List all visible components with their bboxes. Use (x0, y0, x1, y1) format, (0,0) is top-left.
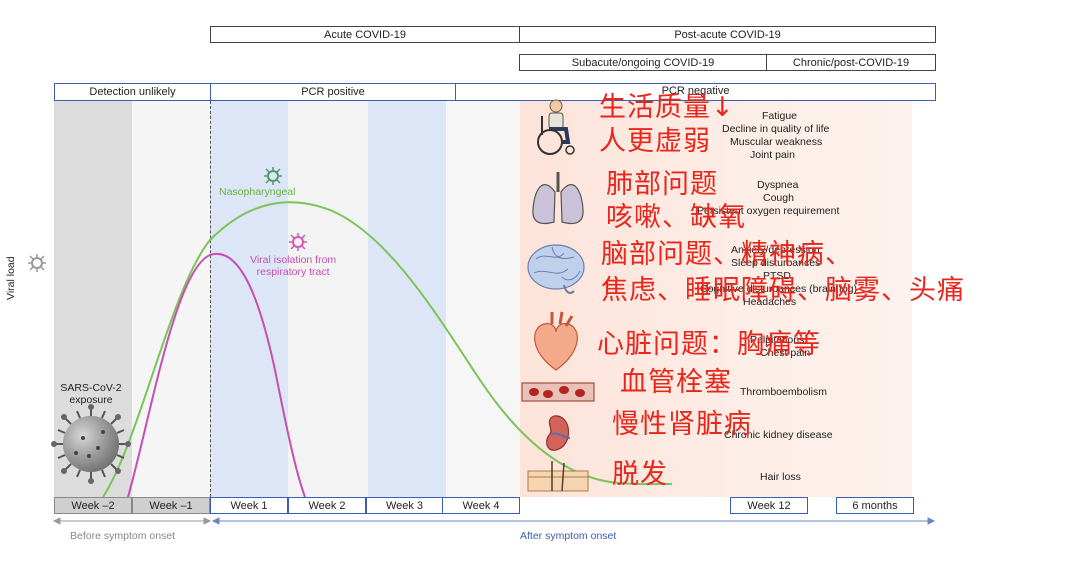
symptom-anxiety: Anxiety/depression (731, 244, 820, 256)
annotation-brain: 脑部问题、精神病、 (601, 239, 853, 270)
symptom-headaches: Headaches (743, 296, 797, 308)
symptom-hair: Hair loss (760, 471, 801, 483)
annotation-weakness: 人更虚弱 (599, 126, 711, 157)
week-minus-1: Week –1 (132, 497, 210, 514)
symptom-cough: Cough (763, 192, 794, 204)
viral-isolation-curve (127, 252, 306, 498)
six-months: 6 months (836, 497, 914, 514)
bg-week-4 (446, 101, 520, 497)
symptom-dyspnea: Dyspnea (757, 179, 799, 191)
before-onset-label: Before symptom onset (70, 530, 176, 542)
symptom-fatigue: Fatigue (762, 110, 798, 122)
annotation-hair-loss: 脱发 (612, 459, 668, 490)
symptom-palpitations: Palpitations (750, 334, 805, 346)
viral-isolation-label: Viral isolation from respiratory tract (250, 254, 337, 278)
kidney-icon (546, 415, 571, 451)
blood-vessel-icon (521, 382, 595, 402)
symptom-chest: Chest pain (760, 347, 811, 359)
symptom-cognitive: Cognitive disturbances (brain fog) (700, 283, 857, 295)
bg-week-1 (210, 101, 288, 497)
test-pcr-negative: PCR negative (455, 83, 936, 101)
phase-acute: Acute COVID-19 (210, 26, 520, 43)
symptom-muscle: Muscular weakness (730, 136, 823, 148)
symptom-ptsd: PTSD (763, 270, 792, 282)
symptom-joint: Joint pain (750, 149, 795, 161)
virus-icon (289, 233, 307, 251)
annotation-quality-of-life: 生活质量↓ (599, 92, 735, 123)
virus-icon (264, 167, 282, 185)
symptom-oxygen: Persistent oxygen requirement (697, 205, 840, 217)
phase-chronic: Chronic/post-COVID-19 (766, 54, 936, 71)
bg-post-acute (520, 101, 912, 497)
annotation-lung: 肺部问题 (606, 169, 718, 200)
virus-icon (28, 254, 46, 272)
week-2: Week 2 (288, 497, 366, 514)
before-onset-arrow (52, 517, 212, 525)
exposure-label: SARS-CoV-2 exposure (60, 382, 122, 406)
annotation-kidney: 慢性肾脏病 (612, 409, 752, 440)
annotation-cough-hypoxia: 咳嗽、缺氧 (606, 202, 746, 233)
symptom-ckd: Chronic kidney disease (724, 429, 833, 441)
lungs-icon (532, 172, 584, 225)
symptom-qol: Decline in quality of life (722, 123, 830, 135)
brain-icon (527, 244, 585, 294)
phase-post-acute: Post-acute COVID-19 (519, 26, 936, 43)
week-1: Week 1 (210, 497, 288, 514)
y-axis-label: Viral load (5, 256, 17, 300)
symptom-onset-line (210, 101, 211, 497)
wheelchair-person-icon (537, 99, 575, 155)
week-4: Week 4 (442, 497, 520, 514)
bg-week-2 (288, 101, 368, 497)
week-3: Week 3 (366, 497, 443, 514)
annotation-embolism: 血管栓塞 (620, 367, 732, 398)
annotation-anxiety-sleep: 焦虑、睡眠障碍、脑雾、头痛 (601, 275, 965, 306)
virus-icon (51, 404, 131, 484)
heart-icon (534, 311, 578, 371)
week-12: Week 12 (730, 497, 808, 514)
annotation-heart: 心脏问题：胸痛等 (597, 329, 821, 360)
after-onset-label: After symptom onset (520, 530, 617, 542)
bg-week-3 (368, 101, 446, 497)
test-detection-unlikely: Detection unlikely (54, 83, 211, 101)
week-minus-2: Week –2 (54, 497, 132, 514)
nasopharyngeal-label: Nasopharyngeal (219, 186, 296, 198)
test-pcr-positive: PCR positive (210, 83, 456, 101)
phase-subacute: Subacute/ongoing COVID-19 (519, 54, 767, 71)
nasopharyngeal-curve (102, 201, 673, 498)
symptom-sleep: Sleep disturbances (731, 257, 821, 269)
organ-icons (521, 99, 595, 492)
after-onset-arrow (211, 517, 936, 525)
skin-hair-icon (527, 461, 589, 492)
symptom-thrombo: Thromboembolism (740, 386, 827, 398)
